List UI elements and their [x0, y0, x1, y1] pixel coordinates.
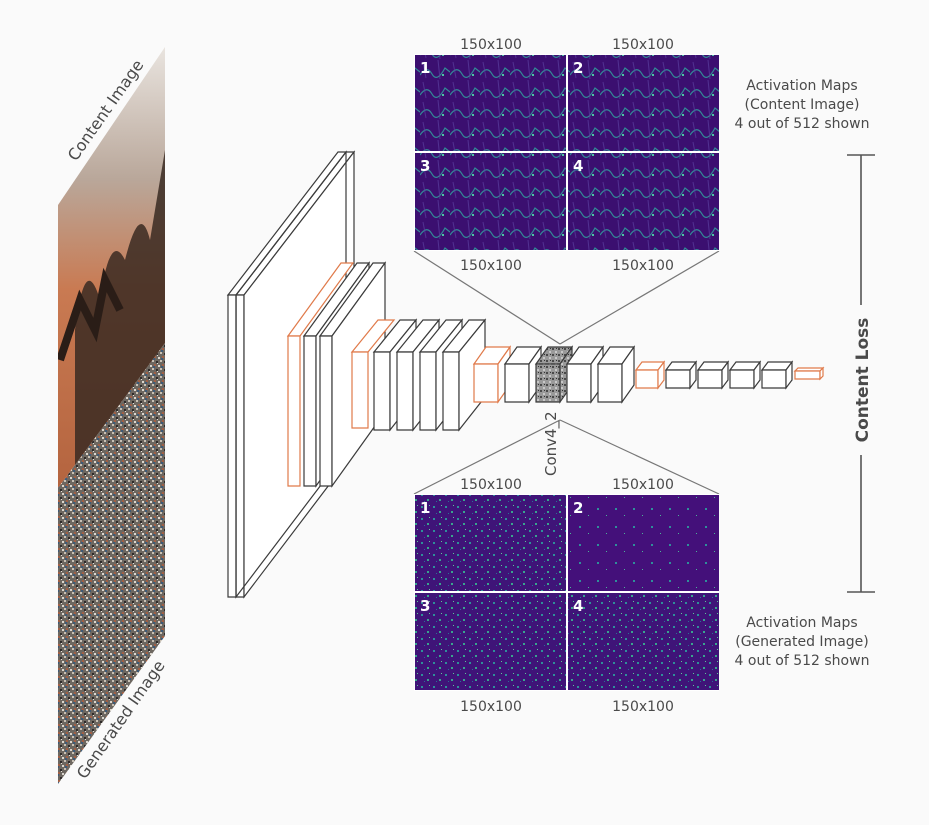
size-label: 150x100: [460, 258, 522, 274]
content-map-1: [415, 55, 566, 151]
generated-activation-maps: 1 2 3 4: [414, 494, 719, 691]
generated-map-4: [568, 593, 719, 690]
caption-line: Activation Maps: [746, 615, 857, 631]
connector-lines: [413, 250, 720, 495]
generated-map-1: [415, 495, 566, 591]
content-map-number: 1: [420, 59, 430, 77]
conv4-block: [472, 345, 636, 404]
content-map-number: 4: [573, 157, 583, 175]
content-activation-maps: 1 2 3 4: [414, 54, 719, 251]
generated-maps-caption: Activation Maps (Generated Image) 4 out …: [735, 615, 870, 669]
size-label: 150x100: [612, 37, 674, 53]
content-map-3: [415, 153, 566, 250]
generated-map-number: 2: [573, 499, 583, 517]
content-map-2: [568, 55, 719, 151]
caption-line: Activation Maps: [746, 78, 857, 94]
content-maps-caption: Activation Maps (Content Image) 4 out of…: [735, 78, 870, 132]
content-map-number: 2: [573, 59, 583, 77]
generated-map-3: [415, 593, 566, 690]
content-map-number: 3: [420, 157, 430, 175]
size-label: 150x100: [612, 477, 674, 493]
size-label: 150x100: [460, 37, 522, 53]
generated-map-2: [568, 495, 719, 591]
caption-line: (Generated Image): [735, 634, 869, 650]
cnn-network: [226, 150, 825, 599]
caption-line: 4 out of 512 shown: [735, 653, 870, 669]
layer-label: Conv4_2: [542, 411, 561, 476]
conv2-block: [286, 261, 387, 488]
size-label: 150x100: [612, 258, 674, 274]
content-loss-bracket: [847, 154, 875, 593]
generated-map-number: 1: [420, 499, 430, 517]
size-label: 150x100: [612, 699, 674, 715]
conv5-block: [634, 360, 825, 390]
size-label: 150x100: [460, 699, 522, 715]
content-loss-label: Content Loss: [853, 318, 873, 443]
caption-line: (Content Image): [745, 97, 860, 113]
generated-map-number: 3: [420, 597, 430, 615]
size-label: 150x100: [460, 477, 522, 493]
generated-map-number: 4: [573, 597, 583, 615]
caption-line: 4 out of 512 shown: [735, 116, 870, 132]
content-map-4: [568, 153, 719, 250]
